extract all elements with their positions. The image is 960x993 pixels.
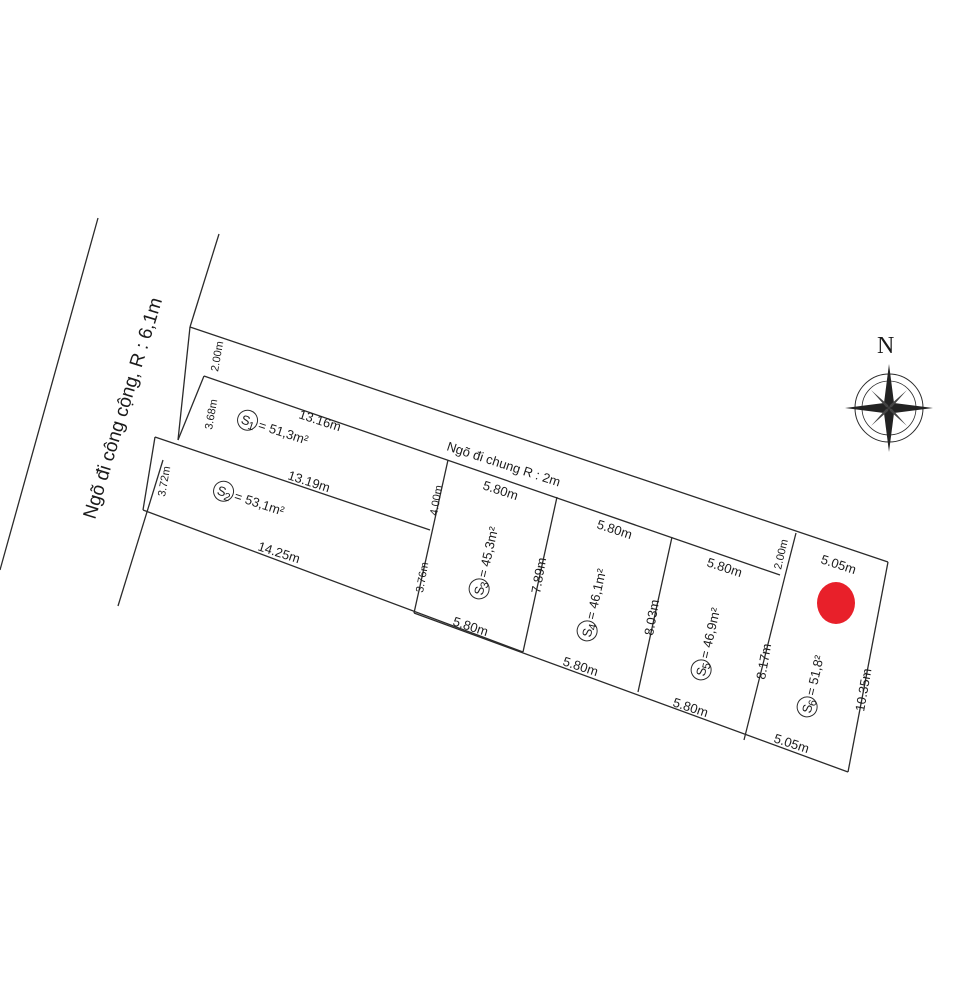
public-lane-edge-left xyxy=(0,217,99,571)
lot-s5-label: S 5 = 46,9m² xyxy=(690,606,723,681)
lot-s5-circle xyxy=(690,659,712,681)
dim-s1-top: 13.16m xyxy=(297,407,343,435)
dim-s2-bottom: 14.25m xyxy=(256,539,302,567)
dim-s4-bottom: 5.80m xyxy=(561,654,600,679)
lot-s2-area: = 53,1m² xyxy=(232,488,286,518)
lot-s1-circle xyxy=(237,409,259,431)
dim-s1-left: 3.68m xyxy=(203,398,220,430)
lot-s4-label: S 4 = 46,1m² xyxy=(576,567,609,642)
dim-s2-left: 3.72m xyxy=(156,465,173,497)
dim-s3-left-lower: 3.76m xyxy=(414,561,431,593)
lot-s3-circle xyxy=(468,578,490,600)
lot-s2-circle xyxy=(213,480,235,502)
dim-s5-right: 8.17m xyxy=(753,642,774,680)
shared-lane-bottom-boundary xyxy=(203,375,781,576)
dim-s4-right: 8.03m xyxy=(641,598,662,636)
lot-s2-sub: 2 xyxy=(222,491,232,504)
shared-lane-left-end xyxy=(177,326,191,441)
lot-s6-sub: 6 xyxy=(807,699,820,708)
dim-s3-left-upper: 4.00m xyxy=(428,484,445,516)
s6-left-upper xyxy=(784,532,797,577)
lot-s3-symbol: S xyxy=(471,584,488,596)
dim-lane-width-left: 2.00m xyxy=(209,340,226,372)
highlight-marker xyxy=(817,582,855,624)
lot-s5-symbol: S xyxy=(693,665,710,677)
dim-s3-right: 7.89m xyxy=(528,556,549,594)
lot-s3-area: = 45,3m² xyxy=(475,525,501,579)
compass-rose-icon xyxy=(845,364,933,452)
dim-s3-top: 5.80m xyxy=(481,478,520,503)
s1-s2-boundary xyxy=(154,436,431,531)
dim-s6-bottom: 5.05m xyxy=(772,731,811,756)
s4-s5-boundary xyxy=(637,536,673,693)
lot-s5-sub: 5 xyxy=(701,662,714,671)
dim-s3-bottom: 5.80m xyxy=(451,614,490,639)
s3-s4-boundary xyxy=(522,496,558,653)
lot-s4-circle xyxy=(576,620,598,642)
lot-s4-symbol: S xyxy=(579,626,596,638)
lot-s3-label: S 3 = 45,3m² xyxy=(468,525,501,600)
dim-s4-top: 5.80m xyxy=(595,517,634,542)
lot-s4-sub: 4 xyxy=(587,623,600,632)
s2-bottom-boundary xyxy=(142,509,524,653)
s1-left-boundary xyxy=(177,375,205,441)
shared-lane-upper-stub xyxy=(189,233,220,328)
lot-s6-symbol: S xyxy=(799,702,816,714)
dim-s6-right: 10.35m xyxy=(852,667,874,712)
dim-s6-top: 5.05m xyxy=(819,552,858,577)
s1-s3-boundary xyxy=(413,459,449,614)
lot-s6-area: = 51,8² xyxy=(803,653,827,697)
compass-north-label: N xyxy=(877,333,894,359)
lot-s2-label: S 2 = 53,1m² xyxy=(213,480,287,519)
public-lane-edge-right xyxy=(117,459,164,607)
lot-s4-area: = 46,1m² xyxy=(583,567,609,621)
s5-s6-boundary xyxy=(743,575,786,741)
lot-s3-sub: 3 xyxy=(479,581,492,590)
lot-s6-circle xyxy=(796,696,818,718)
lots-bottom-boundary xyxy=(413,612,849,773)
lot-s6-label: S 6 = 51,8² xyxy=(796,653,827,718)
shared-lane-top-boundary xyxy=(189,326,889,563)
lot-s5-area: = 46,9m² xyxy=(697,606,723,660)
lot-s1-sub: 1 xyxy=(246,420,256,433)
s6-right-boundary xyxy=(847,561,889,773)
dim-s2-top: 13.19m xyxy=(286,468,332,496)
dim-s5-bottom: 5.80m xyxy=(671,695,710,720)
dim-s5-top: 5.80m xyxy=(705,555,744,580)
s2-left-boundary xyxy=(142,436,156,511)
